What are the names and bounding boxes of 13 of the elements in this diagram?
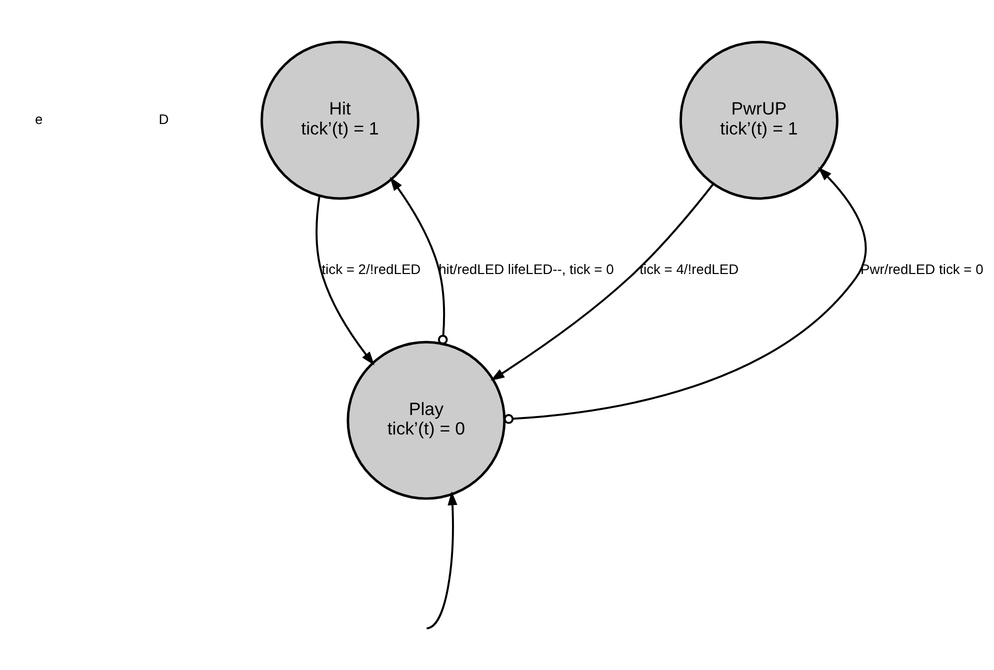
- arrow: [504, 166, 867, 424]
- arrow: [490, 182, 714, 380]
- node-circle: PwrUP tick’(t) = 1: [680, 40, 838, 200]
- arrow: [316, 195, 374, 365]
- edge-label: hit/redLED lifeLED--, tick = 0: [438, 260, 614, 276]
- arrow: [390, 176, 448, 344]
- arrow: [426, 490, 458, 629]
- edge-label: tick = 2/!redLED: [322, 260, 421, 276]
- node-circle: Hit tick’(t) = 1: [260, 40, 420, 200]
- edge-label: Pwr/redLED tick = 0: [860, 260, 984, 276]
- edge-label: tick = 4/!redLED: [640, 260, 739, 276]
- label: D: [158, 110, 169, 126]
- label: e: [35, 110, 43, 126]
